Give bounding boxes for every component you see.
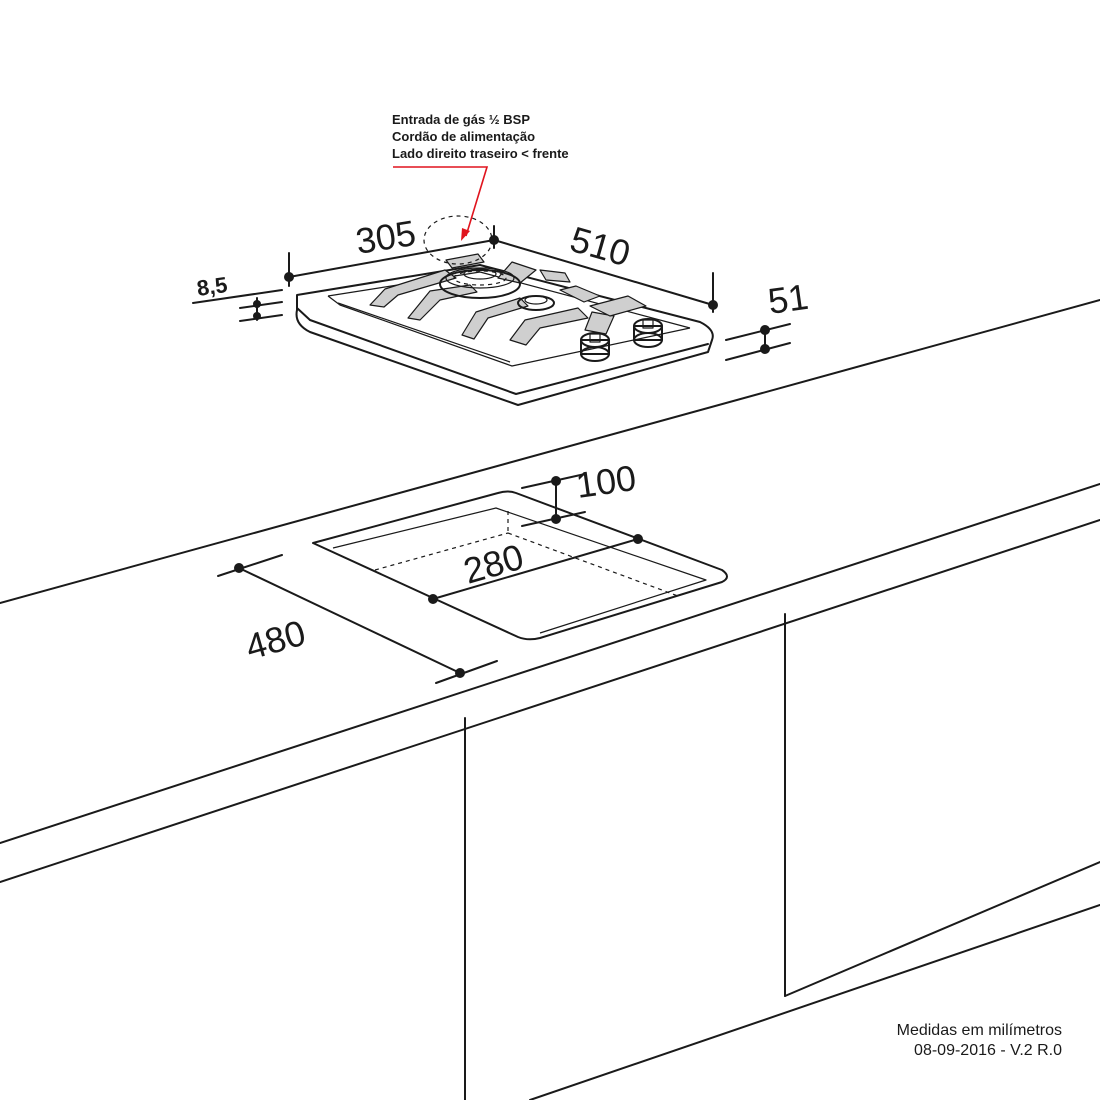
callout-arrowhead <box>461 228 470 241</box>
dimension-480: 480 <box>217 554 498 684</box>
cabinets <box>464 613 1100 1100</box>
large-burner <box>439 267 521 299</box>
dimension-8-5: 8,5 <box>192 272 283 322</box>
control-knob-left <box>580 332 610 362</box>
annotation-line-1: Entrada de gás ½ BSP <box>392 112 530 127</box>
dimension-51: 51 <box>725 276 811 361</box>
dim-label-51: 51 <box>765 276 810 322</box>
dim-label-8-5: 8,5 <box>195 272 229 301</box>
callout-arrow <box>393 166 489 237</box>
dim-label-510: 510 <box>566 218 635 274</box>
countertop <box>0 299 1100 883</box>
dim-label-480: 480 <box>241 612 310 668</box>
dimension-510: 510 <box>493 218 718 313</box>
footer-notes: Medidas em milímetros 08-09-2016 - V.2 R… <box>897 1022 1062 1059</box>
control-knobs <box>580 318 663 362</box>
annotation-line-2: Cordão de alimentação <box>392 129 535 144</box>
dimension-280: 280 <box>428 534 643 604</box>
annotation-line-3: Lado direito traseiro < frente <box>392 146 569 161</box>
gas-inlet-callout: Entrada de gás ½ BSP Cordão de alimentaç… <box>392 112 569 265</box>
dimension-305: 305 <box>284 212 499 287</box>
control-knob-right <box>633 318 663 348</box>
dim-label-100: 100 <box>573 457 638 506</box>
dim-label-305: 305 <box>353 212 419 262</box>
version-note: 08-09-2016 - V.2 R.0 <box>914 1042 1062 1059</box>
dimension-100: 100 <box>521 457 639 527</box>
units-note: Medidas em milímetros <box>897 1022 1062 1039</box>
small-burner <box>517 295 555 311</box>
cutout <box>312 490 728 641</box>
